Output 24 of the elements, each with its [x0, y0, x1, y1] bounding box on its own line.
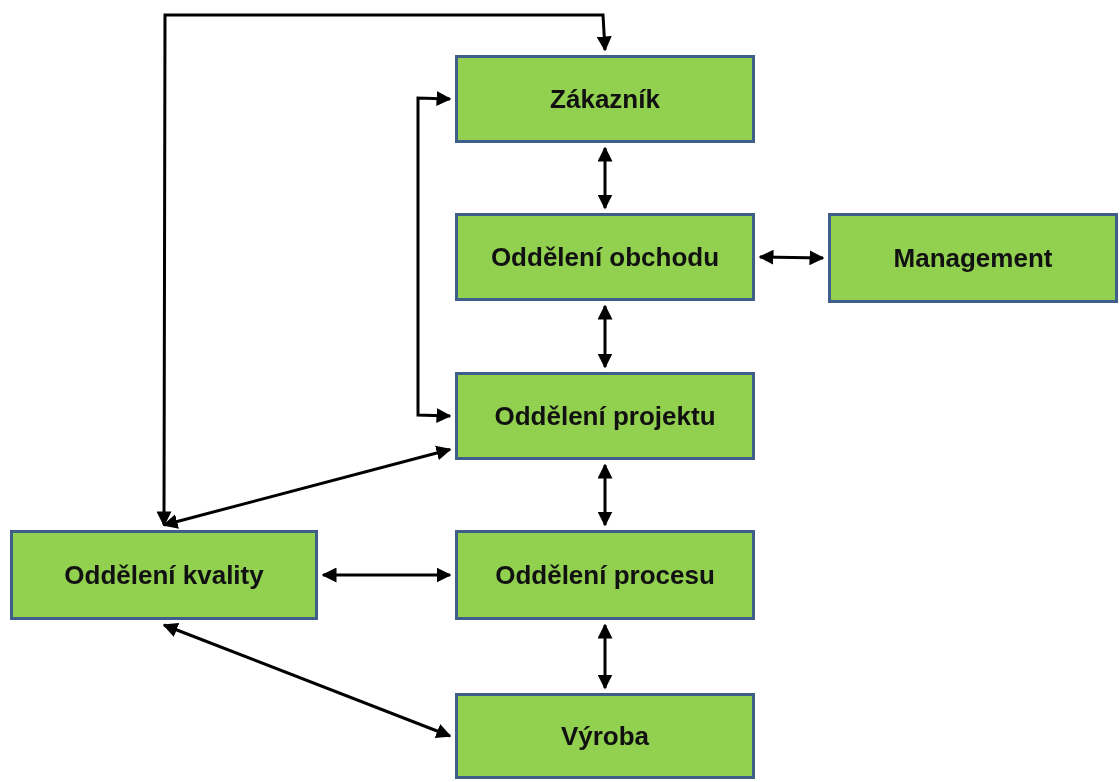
process-box: [10, 530, 318, 620]
arrow: [597, 146, 613, 210]
arrow: [321, 567, 452, 583]
arrow: [162, 445, 452, 529]
box-label: Oddělení obchodu: [489, 241, 721, 273]
box-label: Zákazník: [549, 83, 661, 115]
process-box: [455, 693, 755, 779]
process-box: [455, 213, 755, 301]
box-label: Oddělení projektu: [493, 400, 717, 432]
box-label: Oddělení kvality: [63, 559, 265, 591]
box-label: Management: [892, 242, 1054, 274]
box-label: Oddělení procesu: [494, 559, 716, 591]
arrow: [597, 304, 613, 369]
arrow: [597, 623, 613, 690]
process-box: [455, 55, 755, 143]
arrow: [758, 249, 825, 266]
box-label: Výroba: [559, 720, 651, 752]
arrow: [162, 622, 452, 739]
arrow: [156, 13, 612, 527]
process-box: [828, 213, 1118, 303]
process-box: [455, 530, 755, 620]
arrow: [416, 91, 452, 424]
arrow: [597, 463, 613, 527]
process-box: [455, 372, 755, 460]
